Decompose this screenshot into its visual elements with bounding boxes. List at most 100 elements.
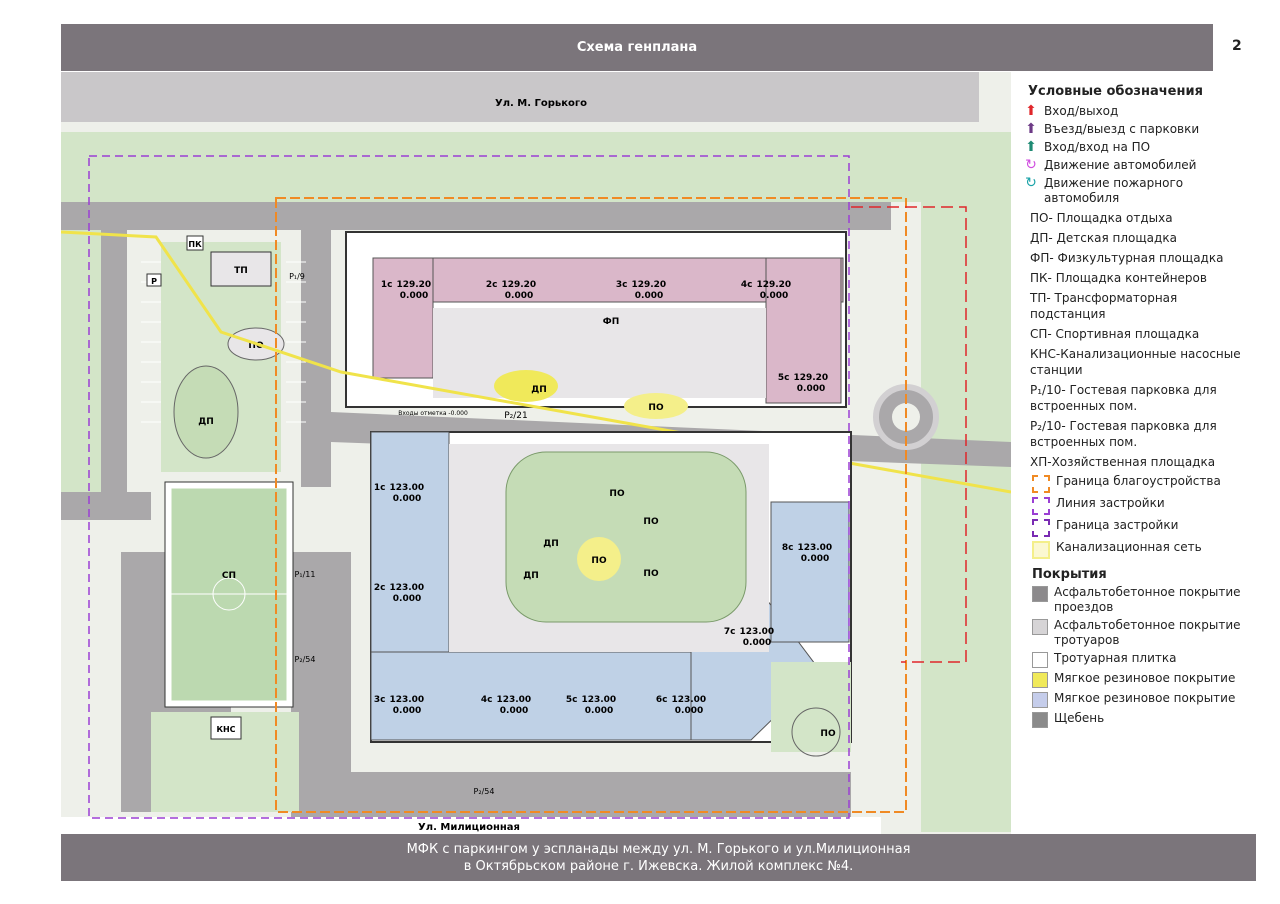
legend-abbreviation: ДП- Детская площадка [1030, 231, 1177, 245]
legend-line-text: Граница благоустройства [1056, 474, 1221, 488]
legend-coverings-title: Покрытия [1032, 567, 1107, 582]
legend-icon-text: Вход/выход [1044, 104, 1119, 118]
sewage-pump-station [210, 716, 242, 740]
legend-abbreviation: ПК- Площадка контейнеров [1030, 271, 1207, 285]
parking-p254-label: Р₂/54 [295, 655, 316, 664]
line-swatch-icon [1032, 541, 1050, 559]
footer-line-2: в Октябрьском районе г. Ижевска. Жилой к… [463, 858, 854, 874]
transformer-substation [210, 251, 272, 287]
legend-abbreviation: ХП-Хозяйственная площадка [1030, 455, 1216, 469]
playground-north [494, 370, 558, 402]
playground-courtyard-label: ДП [543, 539, 559, 549]
container-area [186, 235, 204, 251]
rest-area-west-label: ПО [248, 341, 264, 351]
sports-field-circle [212, 577, 246, 611]
legend-icon-text: Въезд/выезд с парковки [1044, 122, 1200, 136]
legend-icon-text: Движение автомобилей [1044, 158, 1197, 172]
rest-area-courtyard-a-label: ПО [609, 489, 625, 499]
legend-covering-text: Тротуарная плитка [1054, 651, 1177, 665]
parking-p221-label: Р₂/21 [504, 411, 528, 421]
road-north [61, 202, 891, 230]
legend-icon-row: ⬆ Въезд/выезд с парковки [1018, 122, 1250, 137]
courtyard-garden [505, 451, 747, 623]
parking-sign-label: Р [151, 277, 157, 286]
arrow-icon: ⬆ [1025, 139, 1037, 155]
covering-swatch-icon [1032, 619, 1048, 635]
street-north-label: Ул. М. Горького [495, 98, 587, 109]
curved-arrow-icon: ↻ [1025, 175, 1037, 191]
playground-west-label: ДП [198, 417, 214, 427]
legend-icon-row: ⬆ Вход/выход [1018, 104, 1250, 119]
legend-abbreviation: СП- Спортивная площадка [1030, 327, 1200, 341]
legend-covering-text: Мягкое резиновое покрытие [1054, 691, 1236, 705]
yard-north [433, 308, 766, 398]
parking-p254b-label: Р₂/54 [474, 787, 495, 796]
rest-area-southeast-label: ПО [820, 729, 836, 739]
line-swatch-icon [1032, 497, 1050, 515]
legend-line-text: Линия застройки [1056, 496, 1165, 510]
legend-covering-row: Мягкое резиновое покрытие [1018, 671, 1250, 688]
rest-area-courtyard-c-label: ПО [643, 569, 659, 579]
rest-area-north [624, 393, 688, 419]
sewage-line [61, 230, 1011, 494]
legend-icon-text: Вход/вход на ПО [1044, 140, 1151, 154]
site-plan-map: Ул. М. Горького ПО ДП ТП ПК Р Р₁/9 СП Р₁… [61, 72, 1011, 834]
sewage-pump-station-label: КНС [216, 725, 235, 734]
legend-icon-text: Движение пожарного автомобиля [1044, 176, 1184, 205]
page-number: 2 [1232, 38, 1242, 54]
rest-area-north-label: ПО [648, 403, 664, 413]
legend-line-text: Канализационная сеть [1056, 540, 1202, 554]
legend-covering-row: Асфальтобетонное покрытие тротуаров [1018, 618, 1250, 648]
line-swatch-icon [1032, 519, 1050, 537]
legend-line-text: Граница застройки [1056, 518, 1179, 532]
parking-p111-label: Р₁/11 [295, 570, 316, 579]
legend-covering-text: Асфальтобетонное покрытие тротуаров [1054, 618, 1241, 647]
legend-abbreviation: ТП- Трансформаторная подстанция [1030, 291, 1178, 321]
legend-line-row: Канализационная сеть [1018, 540, 1250, 559]
playground-west [173, 365, 239, 459]
arrow-icon: ⬆ [1025, 103, 1037, 119]
legend-abbreviation: ПО- Площадка отдыха [1030, 211, 1173, 225]
building-south-west [370, 431, 450, 653]
green-strip-north [61, 132, 1011, 202]
rest-area-southeast [791, 707, 841, 757]
arrow-icon: ⬆ [1025, 121, 1037, 137]
legend-line-row: Граница застройки [1018, 518, 1250, 537]
fitness-area-label: ФП [603, 317, 619, 327]
legend-abbreviation: КНС-Канализационные насосные станции [1030, 347, 1241, 377]
legend-icon-row: ⬆ Вход/вход на ПО [1018, 140, 1250, 155]
road-southwest [61, 492, 151, 520]
covering-swatch-icon [1032, 652, 1048, 668]
line-swatch-icon [1032, 475, 1050, 493]
covering-swatch-icon [1032, 692, 1048, 708]
legend-abbreviation: ФП- Физкультурная площадка [1030, 251, 1224, 265]
covering-swatch-icon [1032, 712, 1048, 728]
legend-covering-text: Асфальтобетонное покрытие проездов [1054, 585, 1241, 614]
legend-covering-row: Щебень [1018, 711, 1250, 728]
covering-swatch-icon [1032, 586, 1048, 602]
building-north-wing-east [765, 257, 842, 404]
building-line [88, 155, 850, 819]
green-southeast [771, 662, 851, 752]
footer-bar: МФК с паркингом у эспланады между ул. М.… [61, 834, 1256, 881]
legend-icon-row: ↻ Движение автомобилей [1018, 158, 1250, 173]
legend-covering-row: Тротуарная плитка [1018, 651, 1250, 668]
legend-title: Условные обозначения [1028, 84, 1203, 99]
building-north-wing-west [372, 257, 434, 379]
playground-courtyard-b-label: ДП [523, 571, 539, 581]
street-north [61, 72, 979, 122]
parking-p19-label: Р₁/9 [289, 272, 305, 281]
legend-covering-row: Мягкое резиновое покрытие [1018, 691, 1250, 708]
legend-covering-row: Асфальтобетонное покрытие проездов [1018, 585, 1250, 615]
container-area-label: ПК [188, 240, 202, 249]
road-south [291, 772, 851, 817]
curved-arrow-icon: ↻ [1025, 157, 1037, 173]
